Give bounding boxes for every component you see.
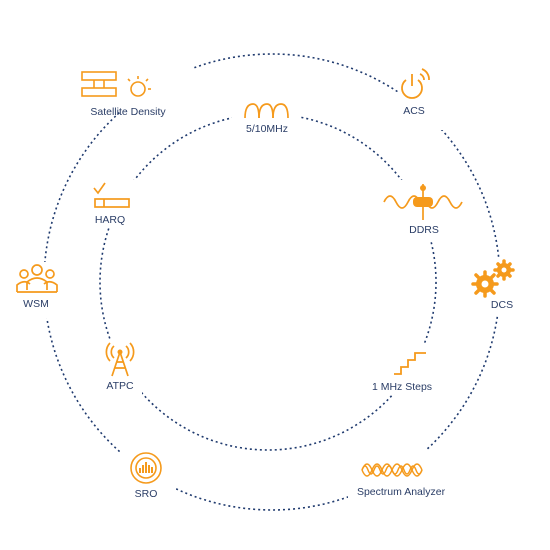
sro-badge-icon bbox=[130, 452, 162, 484]
dcs-label: DCS bbox=[490, 299, 514, 311]
spectrum-analyzer-label: Spectrum Analyzer bbox=[356, 486, 446, 498]
inner-ring bbox=[99, 113, 437, 451]
stairs-icon bbox=[394, 352, 426, 375]
wsm-label: WSM bbox=[23, 298, 49, 310]
satellite-density-label: Satellite Density bbox=[90, 106, 166, 118]
power-signal-icon bbox=[401, 68, 430, 99]
antenna-tower-icon bbox=[105, 342, 135, 377]
bandwidth-arcs-icon bbox=[244, 103, 289, 119]
people-group-icon bbox=[16, 264, 58, 293]
gears-icon bbox=[471, 259, 515, 298]
acs-label: ACS bbox=[403, 105, 425, 117]
atpc-label: ATPC bbox=[106, 380, 134, 392]
satellite-density-icon bbox=[81, 71, 151, 97]
ddrs-label: DDRS bbox=[409, 224, 439, 236]
sro-label: SRO bbox=[134, 488, 158, 500]
steps-label: 1 MHz Steps bbox=[371, 381, 433, 393]
ddrs-wave-icon bbox=[383, 184, 463, 220]
spectrum-wave-icon bbox=[361, 463, 423, 477]
harq-check-icon bbox=[93, 182, 130, 208]
bandwidth-label: 5/10MHz bbox=[245, 123, 289, 135]
harq-label: HARQ bbox=[94, 214, 126, 226]
